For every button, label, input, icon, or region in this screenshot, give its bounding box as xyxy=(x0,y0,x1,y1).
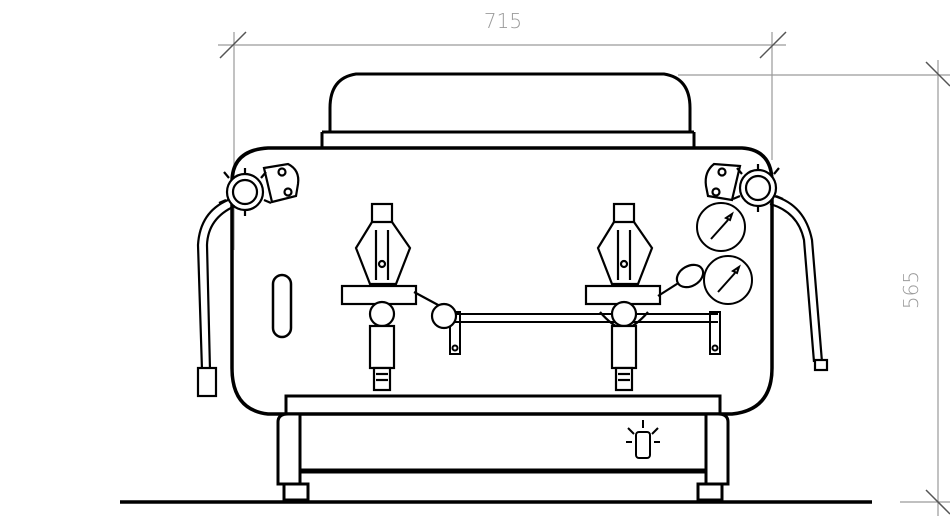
left-brew-group xyxy=(340,202,458,392)
width-dimension xyxy=(218,31,787,250)
left-foot xyxy=(276,412,310,502)
right-foot xyxy=(696,412,730,502)
right-steam-valve xyxy=(704,162,784,212)
right-steam-wand xyxy=(769,194,829,372)
cup-warmer xyxy=(320,72,696,148)
machine-body xyxy=(230,146,774,416)
left-steam-wand xyxy=(196,198,236,398)
right-brew-group xyxy=(584,202,705,392)
height-dimension-label: 565 xyxy=(899,271,923,309)
width-dimension-label: 715 xyxy=(484,9,522,33)
water-level-window xyxy=(271,273,293,339)
power-switch xyxy=(626,420,660,459)
drip-tray xyxy=(284,394,722,474)
pressure-gauge-top xyxy=(696,202,746,252)
pressure-gauge-bottom xyxy=(703,255,753,305)
height-dimension xyxy=(678,60,950,516)
left-steam-valve xyxy=(218,162,300,216)
connecting-pipe xyxy=(449,311,721,355)
